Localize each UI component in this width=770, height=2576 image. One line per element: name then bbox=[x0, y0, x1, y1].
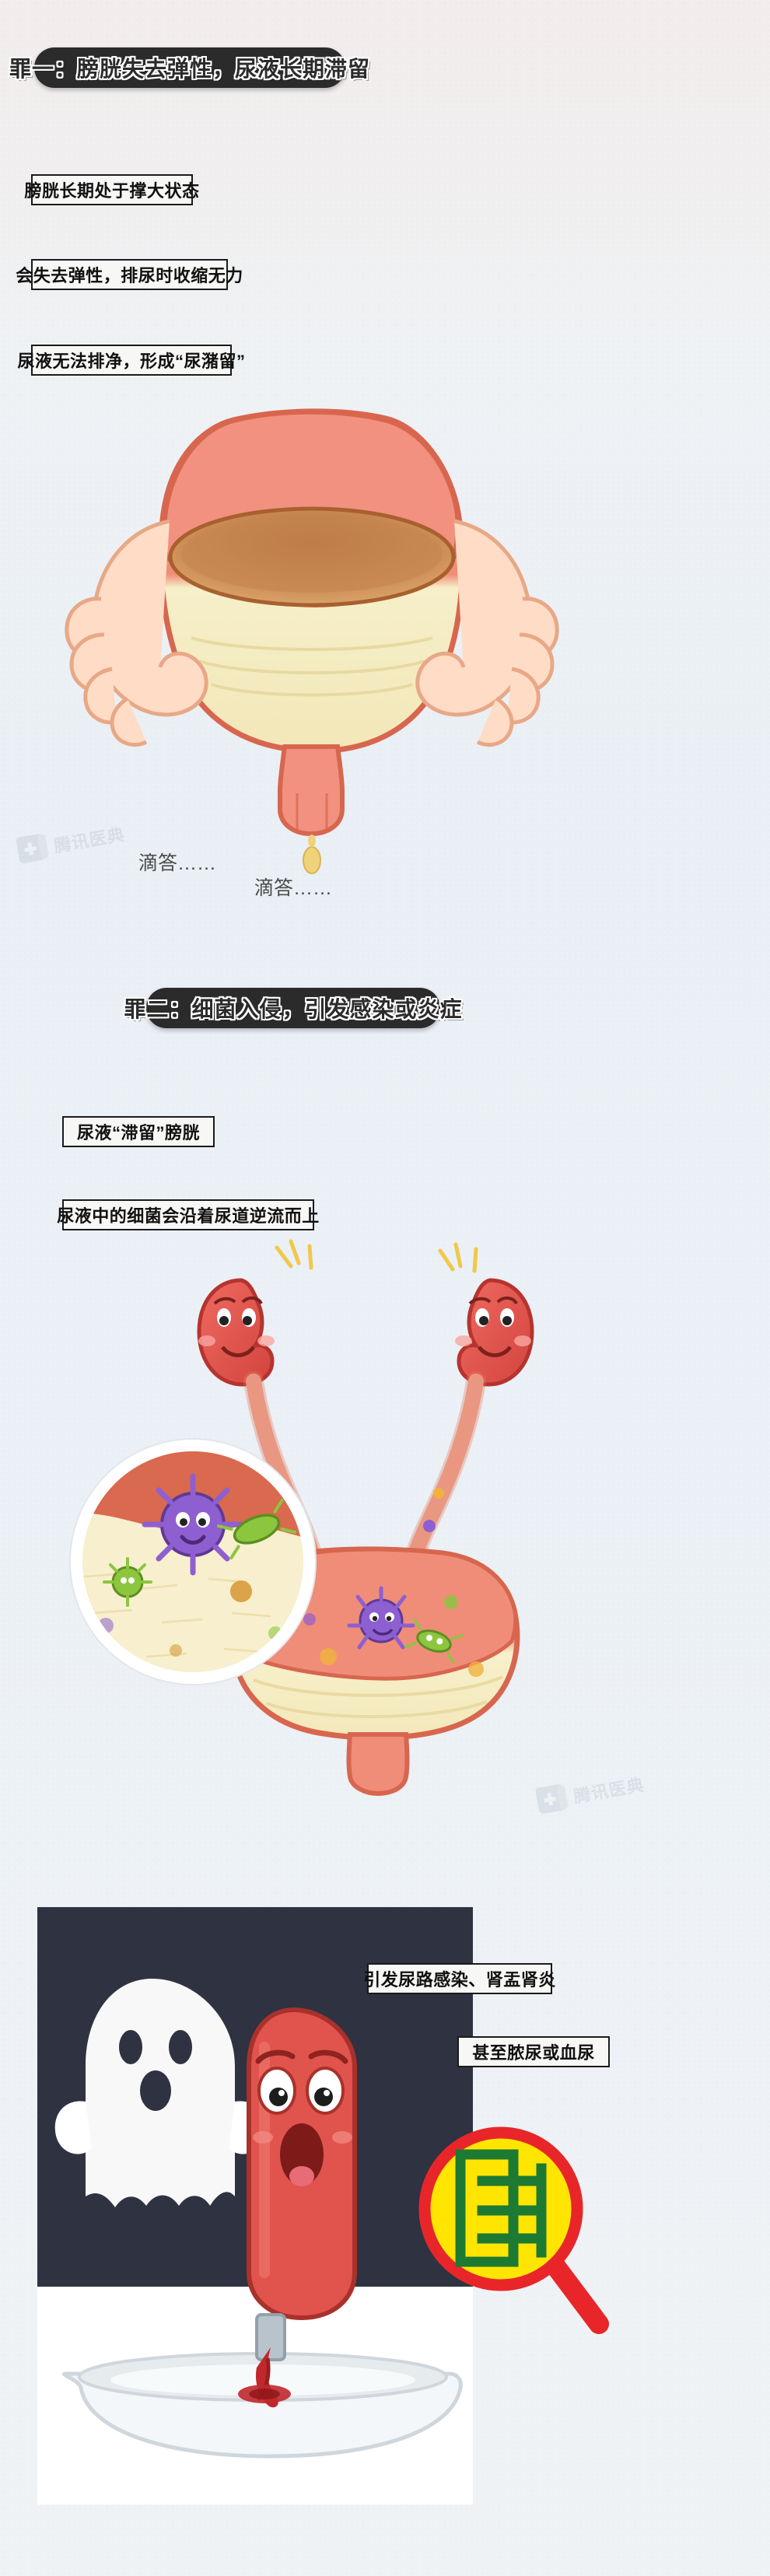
section-3-caption-2-text: 甚至脓尿或血尿 bbox=[472, 2043, 595, 2063]
section-2-caption-2-text: 尿液中的细菌会沿着尿道逆流而上 bbox=[57, 1206, 320, 1226]
medical-book-icon bbox=[16, 832, 51, 865]
section-3-caption-1-text: 引发尿路感染、肾盂肾炎 bbox=[363, 1970, 556, 1990]
section-2-banner-text: 罪二：细菌入侵，引发感染或炎症 bbox=[124, 997, 463, 1021]
section-1-caption-2: 会失去弹性，排尿时收缩无力 bbox=[16, 259, 243, 290]
section-3-caption-2: 甚至脓尿或血尿 bbox=[457, 2036, 610, 2067]
magnifier-icon bbox=[418, 2126, 609, 2334]
section-2-caption-1: 尿液“滞留”膀胱 bbox=[62, 1116, 215, 1147]
section-3-caption-1: 引发尿路感染、肾盂肾炎 bbox=[363, 1963, 555, 1994]
section-2-banner: 罪二：细菌入侵，引发感染或炎症 bbox=[124, 988, 462, 1028]
section-1-caption-2-text: 会失去弹性，排尿时收缩无力 bbox=[16, 266, 243, 285]
section-1-banner: 罪一：膀胱失去弹性，尿液长期滞留 bbox=[9, 47, 369, 88]
medical-book-icon bbox=[535, 1783, 571, 1815]
section-1-annotation-1: 滴答…… bbox=[138, 852, 217, 874]
section-1-caption-1-text: 膀胱长期处于撑大状态 bbox=[24, 181, 200, 201]
section-1-annotation-2: 滴答…… bbox=[254, 877, 333, 899]
ghost-and-urethra-scene bbox=[54, 1979, 463, 2459]
section-2-caption-2: 尿液中的细菌会沿着尿道逆流而上 bbox=[57, 1199, 319, 1230]
bladder-illustration bbox=[65, 408, 559, 874]
section-1-caption-1: 膀胱长期处于撑大状态 bbox=[25, 174, 199, 205]
section-2-caption-1-text: 尿液“滞留”膀胱 bbox=[76, 1123, 200, 1143]
section-1-caption-3: 尿液无法排净，形成“尿潴留” bbox=[18, 345, 245, 376]
bacteria-magnified-circle bbox=[69, 1438, 317, 1685]
section-1-banner-text: 罪一：膀胱失去弹性，尿液长期滞留 bbox=[9, 57, 371, 81]
section-1-caption-3-text: 尿液无法排净，形成“尿潴留” bbox=[17, 352, 246, 371]
